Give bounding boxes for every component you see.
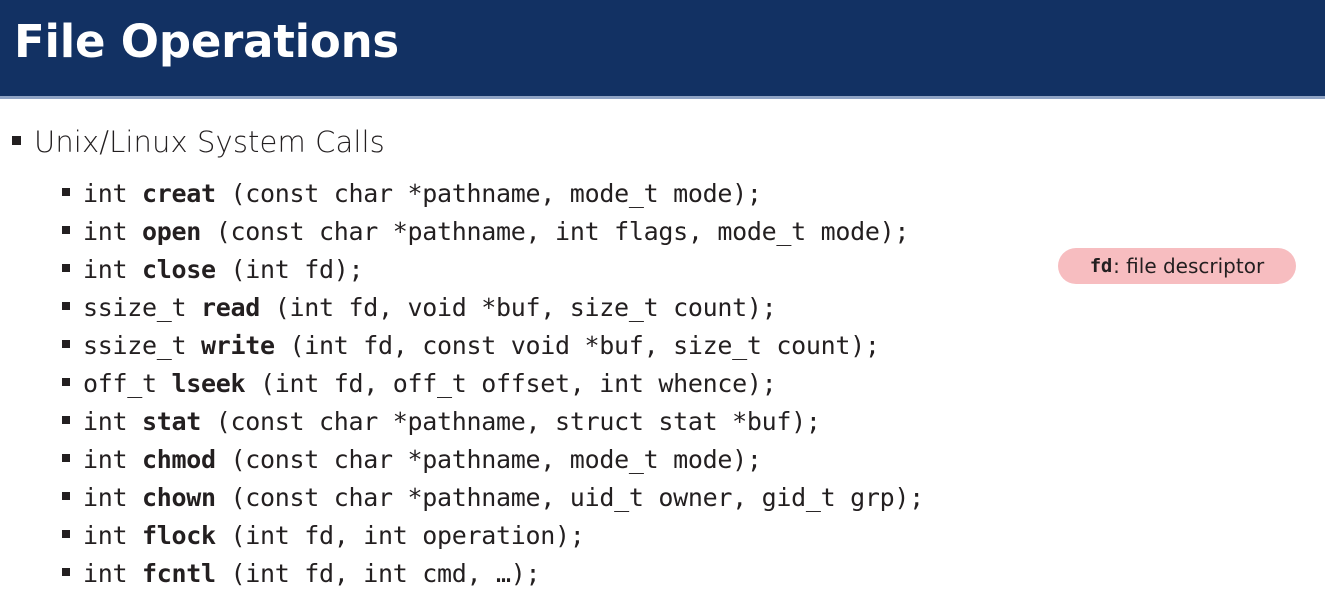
square-bullet-icon bbox=[62, 340, 70, 348]
syscall-name: write bbox=[201, 331, 275, 360]
syscall-name: stat bbox=[142, 407, 202, 436]
square-bullet-icon bbox=[62, 264, 70, 272]
syscall-return-type: ssize_t bbox=[83, 331, 202, 360]
syscall-signature: ssize_t write (int fd, const void *buf, … bbox=[83, 327, 880, 365]
syscall-return-type: int bbox=[83, 407, 143, 436]
square-bullet-icon bbox=[62, 416, 70, 424]
syscall-return-type: int bbox=[83, 217, 143, 246]
syscall-return-type: int bbox=[83, 445, 143, 474]
syscall-arguments: (int fd, off_t offset, int whence); bbox=[245, 369, 777, 398]
syscall-name: open bbox=[142, 217, 202, 246]
list-item: int chmod (const char *pathname, mode_t … bbox=[62, 441, 924, 479]
syscall-signature: int flock (int fd, int operation); bbox=[83, 517, 585, 555]
banner-divider bbox=[0, 96, 1325, 99]
syscall-name: chown bbox=[142, 483, 216, 512]
syscall-signature: int close (int fd); bbox=[83, 251, 364, 289]
square-bullet-icon bbox=[62, 530, 70, 538]
syscall-return-type: int bbox=[83, 559, 143, 588]
syscall-signature: int open (const char *pathname, int flag… bbox=[83, 213, 909, 251]
syscall-arguments: (int fd, int cmd, …); bbox=[215, 559, 541, 588]
syscall-arguments: (int fd, int operation); bbox=[215, 521, 585, 550]
square-bullet-icon bbox=[62, 226, 70, 234]
list-item: int close (int fd); bbox=[62, 251, 924, 289]
list-item: int creat (const char *pathname, mode_t … bbox=[62, 175, 924, 213]
syscall-name: lseek bbox=[171, 369, 246, 398]
syscall-name: close bbox=[142, 255, 216, 284]
syscall-arguments: (const char *pathname, int flags, mode_t… bbox=[201, 217, 910, 246]
syscall-signature: off_t lseek (int fd, off_t offset, int w… bbox=[83, 365, 777, 403]
syscall-name: read bbox=[201, 293, 261, 322]
syscall-arguments: (int fd, void *buf, size_t count); bbox=[260, 293, 777, 322]
syscall-arguments: (int fd, const void *buf, size_t count); bbox=[274, 331, 880, 360]
syscall-name: chmod bbox=[142, 445, 216, 474]
heading-bullet-label: Unix/Linux System Calls bbox=[34, 125, 385, 159]
list-item: off_t lseek (int fd, off_t offset, int w… bbox=[62, 365, 924, 403]
slide-content: Unix/Linux System Calls int creat (const… bbox=[0, 99, 1325, 606]
list-item: Unix/Linux System Calls bbox=[12, 125, 385, 159]
syscall-signature: int stat (const char *pathname, struct s… bbox=[83, 403, 821, 441]
syscall-signature: int chmod (const char *pathname, mode_t … bbox=[83, 441, 762, 479]
syscall-return-type: int bbox=[83, 483, 143, 512]
syscall-return-type: int bbox=[83, 521, 143, 550]
square-bullet-icon bbox=[62, 188, 70, 196]
syscall-name: creat bbox=[142, 179, 216, 208]
syscall-signature: int creat (const char *pathname, mode_t … bbox=[83, 175, 762, 213]
square-bullet-icon bbox=[62, 454, 70, 462]
annotation-keyword: fd bbox=[1089, 255, 1113, 277]
list-item: int open (const char *pathname, int flag… bbox=[62, 213, 924, 251]
square-bullet-icon bbox=[62, 302, 70, 310]
square-bullet-icon bbox=[62, 378, 70, 386]
list-item: int flock (int fd, int operation); bbox=[62, 517, 924, 555]
syscall-return-type: int bbox=[83, 255, 143, 284]
syscall-signature: int fcntl (int fd, int cmd, …); bbox=[83, 555, 541, 593]
syscall-name: fcntl bbox=[142, 559, 216, 588]
square-bullet-icon bbox=[62, 492, 70, 500]
syscall-return-type: off_t bbox=[83, 369, 172, 398]
syscall-arguments: (const char *pathname, struct stat *buf)… bbox=[201, 407, 821, 436]
syscall-signature: int chown (const char *pathname, uid_t o… bbox=[83, 479, 924, 517]
list-item: int stat (const char *pathname, struct s… bbox=[62, 403, 924, 441]
annotation-description: : file descriptor bbox=[1113, 254, 1265, 278]
list-item: int fcntl (int fd, int cmd, …); bbox=[62, 555, 924, 593]
syscall-arguments: (const char *pathname, mode_t mode); bbox=[215, 445, 762, 474]
syscall-return-type: int bbox=[83, 179, 143, 208]
syscall-arguments: (const char *pathname, uid_t owner, gid_… bbox=[215, 483, 925, 512]
syscall-arguments: (int fd); bbox=[215, 255, 364, 284]
syscall-arguments: (const char *pathname, mode_t mode); bbox=[215, 179, 762, 208]
list-item: int chown (const char *pathname, uid_t o… bbox=[62, 479, 924, 517]
list-item: ssize_t write (int fd, const void *buf, … bbox=[62, 327, 924, 365]
square-bullet-icon bbox=[12, 136, 21, 145]
syscall-return-type: ssize_t bbox=[83, 293, 202, 322]
syscall-signature: ssize_t read (int fd, void *buf, size_t … bbox=[83, 289, 777, 327]
syscall-list: int creat (const char *pathname, mode_t … bbox=[62, 175, 924, 593]
slide-title-banner: File Operations bbox=[0, 0, 1325, 96]
list-item: ssize_t read (int fd, void *buf, size_t … bbox=[62, 289, 924, 327]
annotation-badge-fd: fd : file descriptor bbox=[1058, 248, 1296, 284]
page-title: File Operations bbox=[14, 15, 399, 68]
square-bullet-icon bbox=[62, 568, 70, 576]
syscall-name: flock bbox=[142, 521, 216, 550]
